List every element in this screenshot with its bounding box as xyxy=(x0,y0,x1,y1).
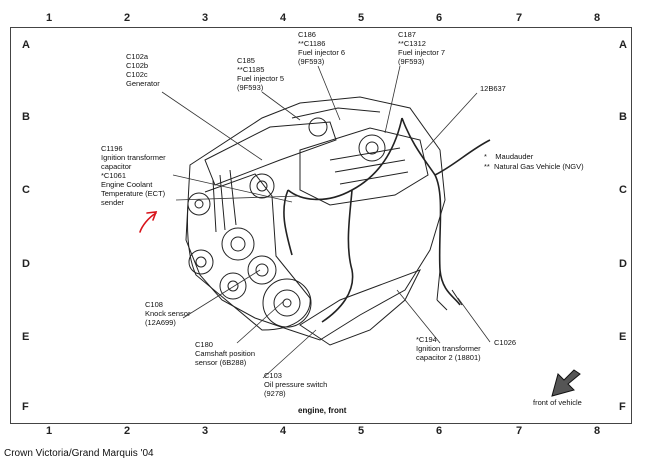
grid-row-e-left: E xyxy=(22,331,30,343)
grid-row-e-right: E xyxy=(619,331,627,343)
grid-col-1-bottom: 1 xyxy=(46,425,53,437)
throttle-body xyxy=(358,134,386,162)
grid-col-5-top: 5 xyxy=(358,12,365,24)
serpentine-belt xyxy=(187,173,311,331)
pulley-generator xyxy=(221,227,255,261)
grid-row-a-right: A xyxy=(619,39,627,51)
grid-row-b-right: B xyxy=(619,111,627,123)
grid-col-4-bottom: 4 xyxy=(280,425,287,437)
callout-c1026: C1026 xyxy=(494,338,517,347)
front-of-vehicle-label: front of vehicle xyxy=(533,398,582,407)
grid-row-a-left: A xyxy=(22,39,30,51)
grid-col-5-bottom: 5 xyxy=(358,425,365,437)
grid-row-b-left: B xyxy=(22,111,30,123)
wiring-harness xyxy=(283,117,491,323)
pulley-water-pump xyxy=(247,255,277,285)
grid-col-1-top: 1 xyxy=(46,12,53,24)
callout-oil-pressure-switch: C103 Oil pressure switch (9278) xyxy=(264,371,328,398)
grid-col-7-bottom: 7 xyxy=(516,425,523,437)
pulley-upper xyxy=(249,173,275,199)
legend-maudauder: * Maudauder xyxy=(484,152,534,161)
grid-col-8-bottom: 8 xyxy=(594,425,601,437)
legend-ngv: ** Natural Gas Vehicle (NGV) xyxy=(484,162,584,171)
callout-fuel-injector-5: C185 **C1185 Fuel injector 5 (9F593) xyxy=(237,56,285,92)
engine-block-outline xyxy=(185,96,446,341)
grid-col-3-top: 3 xyxy=(202,12,209,24)
pulley-crankshaft xyxy=(262,278,312,328)
callout-camshaft-sensor: C180 Camshaft position sensor (6B288) xyxy=(195,340,256,367)
grid-col-4-top: 4 xyxy=(280,12,287,24)
page-footer: Crown Victoria/Grand Marquis '04 xyxy=(4,448,154,459)
grid-row-d-left: D xyxy=(22,258,30,270)
red-arrow-annotation xyxy=(139,211,158,233)
grid-col-2-top: 2 xyxy=(124,12,131,24)
grid-row-c-right: C xyxy=(619,184,627,196)
callout-ignition-capacitor-2: *C194 Ignition transformer capacitor 2 (… xyxy=(416,335,481,362)
callout-ect-sender: C1196 Ignition transformer capacitor *C1… xyxy=(101,144,166,207)
grid-col-7-top: 7 xyxy=(516,12,523,24)
grid-col-2-bottom: 2 xyxy=(124,425,131,437)
diagram-frame xyxy=(10,27,632,424)
pulley-idler-2 xyxy=(219,272,247,300)
grid-row-c-left: C xyxy=(22,184,30,196)
callout-fuel-injector-6: C186 **C1186 Fuel injector 6 (9F593) xyxy=(298,30,346,66)
grid-col-6-top: 6 xyxy=(436,12,443,24)
callout-fuel-injector-7: C187 **C1312 Fuel injector 7 (9F593) xyxy=(398,30,446,66)
callout-12b637: 12B637 xyxy=(480,84,506,93)
pulley-idler-1 xyxy=(188,249,214,275)
intake-manifold xyxy=(299,127,429,206)
grid-col-6-bottom: 6 xyxy=(436,425,443,437)
grid-row-d-right: D xyxy=(619,258,627,270)
grid-col-8-top: 8 xyxy=(594,12,601,24)
grid-row-f-left: F xyxy=(22,401,29,413)
diagram-caption: engine, front xyxy=(298,406,347,415)
front-of-vehicle-arrow xyxy=(551,369,581,397)
oil-pan xyxy=(299,269,422,346)
pulley-tensioner xyxy=(187,192,211,216)
callout-knock-sensor: C108 Knock sensor (12A699) xyxy=(145,300,191,327)
grid-row-f-right: F xyxy=(619,401,626,413)
grid-col-3-bottom: 3 xyxy=(202,425,209,437)
valve-cover-left xyxy=(204,121,337,186)
callout-generator: C102a C102b C102c Generator xyxy=(126,52,160,88)
